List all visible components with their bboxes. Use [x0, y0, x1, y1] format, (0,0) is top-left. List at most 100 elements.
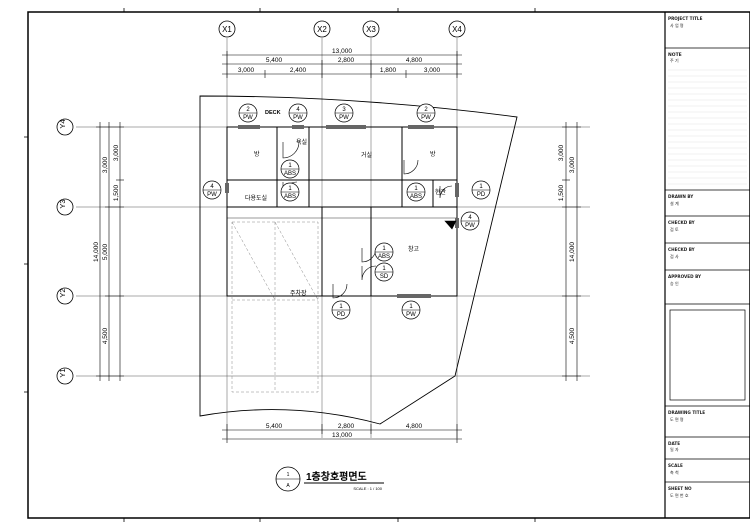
svg-text:1: 1: [409, 304, 413, 310]
svg-text:2: 2: [246, 107, 250, 113]
svg-text:Y1: Y1: [58, 368, 67, 377]
grid-bubble-x1: X1: [218, 20, 236, 38]
parking-lines: [231, 221, 319, 393]
room-bath: 욕실: [296, 138, 307, 146]
opening-tag: 4PW: [288, 103, 308, 123]
grid-bubble-y3: Y3: [56, 198, 74, 216]
svg-text:PW: PW: [243, 115, 253, 121]
drawing-title: 1층창호평면도: [306, 470, 367, 483]
tb-project-label: PROJECT TITLE: [668, 16, 703, 21]
tb-approved-label: APPROVED BY: [668, 274, 702, 279]
svg-text:PW: PW: [465, 223, 475, 229]
tb-note-value: 주 기: [670, 57, 679, 63]
tb-project-value: 사 업 명: [670, 22, 684, 28]
svg-text:2: 2: [424, 107, 428, 113]
title-block-lines: [665, 47, 750, 483]
dim-left-e: 3,000: [102, 156, 109, 173]
tb-scale-value: 축 척: [670, 469, 679, 475]
tb-drawing-title-label: DRAWING TITLE: [668, 410, 705, 415]
svg-text:PW: PW: [339, 115, 349, 121]
opening-tag: 2PW: [416, 103, 436, 123]
tb-drawn-label: DRAWN BY: [668, 194, 694, 199]
tb-note-label: NOTE: [668, 52, 682, 58]
site-boundary: [199, 95, 518, 425]
room-left: 방: [254, 150, 260, 158]
opening-tag: 2PW: [238, 103, 258, 123]
drawing-title-symbol: 1 A: [275, 466, 301, 492]
dim-right-e: 4,500: [569, 327, 576, 344]
svg-text:Y4: Y4: [58, 119, 67, 128]
grid-bubble-x3: X3: [362, 20, 380, 38]
frame-ticks: [24, 8, 536, 522]
opening-tag: 4PW: [202, 180, 222, 200]
opening-tag: 4PW: [460, 211, 480, 231]
dim-left-b: 1,500: [113, 184, 120, 201]
grid-bubble-y1: Y1: [56, 367, 74, 385]
svg-text:3: 3: [342, 107, 346, 113]
tb-drawn-value: 설 계: [670, 200, 679, 206]
svg-text:ABS: ABS: [378, 254, 390, 260]
svg-text:ABS: ABS: [284, 194, 296, 200]
bottom-dimensions: [222, 424, 462, 443]
room-storage: 창고: [408, 245, 420, 253]
grid-bubble-y2: Y2: [56, 287, 74, 305]
dim-top-overall: 13,000: [332, 48, 352, 55]
dim-bottom-c: 4,800: [406, 423, 423, 430]
dim-left-overall: 14,000: [93, 242, 100, 262]
room-deck: DECK: [265, 110, 281, 116]
svg-text:A: A: [286, 483, 290, 489]
svg-text:4: 4: [210, 184, 214, 190]
tb-scale-label: SCALE: [668, 463, 683, 468]
room-right: 방: [430, 150, 436, 158]
dim-left-d: 4,500: [102, 327, 109, 344]
opening-tag: 1SD: [374, 262, 394, 282]
tb-checked2-value: 검 사: [670, 253, 679, 259]
dim-right-b: 1,500: [558, 184, 565, 201]
opening-tag: 1PD: [331, 300, 351, 320]
tb-checked1-value: 검 토: [670, 226, 679, 232]
grid-bubble-x2: X2: [313, 20, 331, 38]
tb-checked1-label: CHECKD BY: [668, 220, 696, 225]
svg-text:X1: X1: [222, 25, 232, 34]
dim-top-row3-d: 3,000: [424, 67, 441, 74]
tb-date-value: 일 자: [670, 446, 679, 452]
dim-top-row2-b: 2,800: [338, 57, 355, 64]
dim-right-c: 3,000: [569, 156, 576, 173]
svg-text:1: 1: [288, 186, 292, 192]
window-marks: [225, 125, 459, 298]
svg-text:1: 1: [382, 266, 386, 272]
tb-sheet-value: 도 면 번 호: [670, 492, 689, 498]
tb-date-label: DATE: [668, 441, 680, 446]
dim-top-row3-b: 2,400: [290, 67, 307, 74]
dim-bottom-a: 5,400: [266, 423, 283, 430]
svg-text:PW: PW: [421, 115, 431, 121]
grid-lines: [76, 38, 590, 438]
svg-text:4: 4: [296, 107, 300, 113]
dim-top-row2-a: 5,400: [266, 57, 283, 64]
room-utility: 다용도실: [245, 194, 267, 202]
svg-text:Y2: Y2: [58, 288, 67, 297]
tb-sheet-label: SHEET NO: [668, 486, 692, 491]
svg-text:Y3: Y3: [58, 199, 67, 208]
grid-bubble-y4: Y4: [56, 118, 74, 136]
drawing-scale: SCALE : 1 / 100: [353, 486, 382, 491]
opening-tag: 1PD: [471, 180, 491, 200]
tb-approved-value: 승 인: [670, 280, 679, 286]
dim-right-d: 14,000: [569, 242, 576, 262]
opening-tag: 3PW: [334, 103, 354, 123]
tb-checked2-label: CHECKD BY: [668, 247, 696, 252]
svg-text:X3: X3: [366, 25, 376, 34]
dim-top-row3-a: 3,000: [238, 67, 255, 74]
dim-bottom-overall: 13,000: [332, 432, 352, 439]
svg-text:1: 1: [339, 304, 343, 310]
svg-text:1: 1: [414, 186, 418, 192]
grid-bubble-x4: X4: [448, 20, 466, 38]
dim-right-a: 3,000: [558, 144, 565, 161]
room-entrance: 현관: [435, 188, 447, 196]
svg-text:PW: PW: [293, 115, 303, 121]
title-block-stamp-box: [669, 309, 746, 401]
